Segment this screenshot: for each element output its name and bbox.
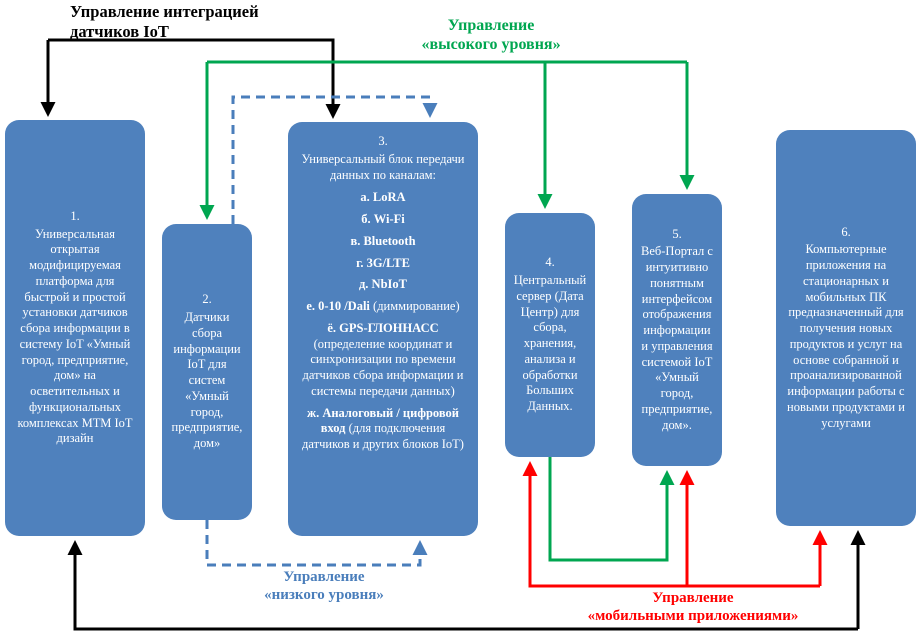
label-low-level-line1: Управление <box>283 569 365 585</box>
block-5-web-portal: 5. Веб-Портал с интуитивно понятным инте… <box>632 194 722 466</box>
channel-bluetooth-label: в. Bluetooth <box>350 233 416 248</box>
channel-analog-digital-input: ж. Аналоговый / цифровой вход (для подкл… <box>296 406 470 453</box>
label-low-level-control: Управление «низкого уровня» <box>205 568 443 604</box>
label-high-level-line2: «высокого уровня» <box>421 36 561 54</box>
label-high-level-line1: Управление <box>447 17 535 34</box>
block-3-intro: Универсальный блок передачи данных по ка… <box>301 151 465 182</box>
channel-analog-digital-input-label: ж. Аналоговый / цифровой вход <box>307 405 459 436</box>
label-mobile-apps-line2: «мобильными приложениями» <box>587 608 799 624</box>
block-1-platform: 1. Универсальная открытая модифицируемая… <box>5 120 145 536</box>
block-6-text: Компьютерные приложения на стационарных … <box>787 242 905 430</box>
channel-3g-lte-label: г. 3G/LTE <box>356 255 410 270</box>
integration-arrow-to-block3-top <box>48 38 341 119</box>
low-level-arrow-block2-to-block3-bottom <box>205 520 428 567</box>
channel-lora-label: а. LoRA <box>360 190 406 205</box>
block-2-text: Датчики сбора информации IoT для систем … <box>171 310 243 450</box>
block-6-applications: 6. Компьютерные приложения на стационарн… <box>776 130 916 526</box>
block-2-number: 2. <box>202 292 212 307</box>
channel-gps-glonass-note: (определение координат и синхронизации п… <box>302 336 464 398</box>
block-4-central-server: 4. Центральный сервер (Дата Центр) для с… <box>505 213 595 457</box>
channel-nbiot: д. NbIoT <box>296 277 470 293</box>
block-4-number: 4. <box>545 255 555 270</box>
label-mobile-apps-control: Управление «мобильными приложениями» <box>548 589 838 625</box>
mobile-arrow-to-block4-bottom <box>522 461 820 588</box>
label-integration-line1: Управление интеграцией <box>70 2 259 21</box>
channel-wifi-label: б. Wi-Fi <box>361 212 405 226</box>
channel-analog-digital-input-note: (для подключения датчиков и других блоко… <box>302 421 464 451</box>
block-5-number: 5. <box>672 226 682 241</box>
channel-dali-note: (диммирование) <box>369 299 460 313</box>
block-5-text: Веб-Портал с интуитивно понятным интерфе… <box>641 244 713 432</box>
channel-nbiot-label: д. NbIoT <box>358 277 407 292</box>
channel-bluetooth: в. Bluetooth <box>296 234 470 250</box>
block-4-text: Центральный сервер (Дата Центр) для сбор… <box>513 273 587 413</box>
block-1-text: Универсальная открытая модифицируемая пл… <box>17 226 133 446</box>
label-integration-control: Управление интеграцией датчиков IoT <box>70 2 330 42</box>
channel-dali-label: е. 0-10 /Dali <box>306 299 370 313</box>
block-2-sensors: 2. Датчики сбора информации IoT для сист… <box>162 224 252 520</box>
block-3-number: 3. <box>378 134 388 148</box>
label-high-level-control: Управление «высокого уровня» <box>360 16 622 54</box>
label-mobile-apps-line1: Управление <box>652 590 734 606</box>
block-3-transmission-unit: 3. Универсальный блок передачи данных по… <box>288 122 478 536</box>
integration-arrow-to-block1-bottom <box>67 540 858 631</box>
low-level-arrow-block2-to-block3-top <box>231 95 438 224</box>
block-1-number: 1. <box>70 208 80 223</box>
channel-dali: е. 0-10 /Dali (диммирование) <box>296 299 470 315</box>
channel-gps-glonass-label: ё. GPS-ГЛОННАСС <box>327 320 439 335</box>
channel-3g-lte: г. 3G/LTE <box>296 256 470 272</box>
block-6-number: 6. <box>841 224 851 239</box>
label-integration-line2: датчиков IoT <box>70 21 169 41</box>
channel-gps-glonass: ё. GPS-ГЛОННАСС (определение координат и… <box>296 321 470 400</box>
channel-wifi: б. Wi-Fi <box>296 212 470 228</box>
channel-lora: а. LoRA <box>296 190 470 206</box>
high-level-arrow-block4-to-block5-bottom <box>548 457 675 562</box>
label-low-level-line2: «низкого уровня» <box>264 587 384 603</box>
